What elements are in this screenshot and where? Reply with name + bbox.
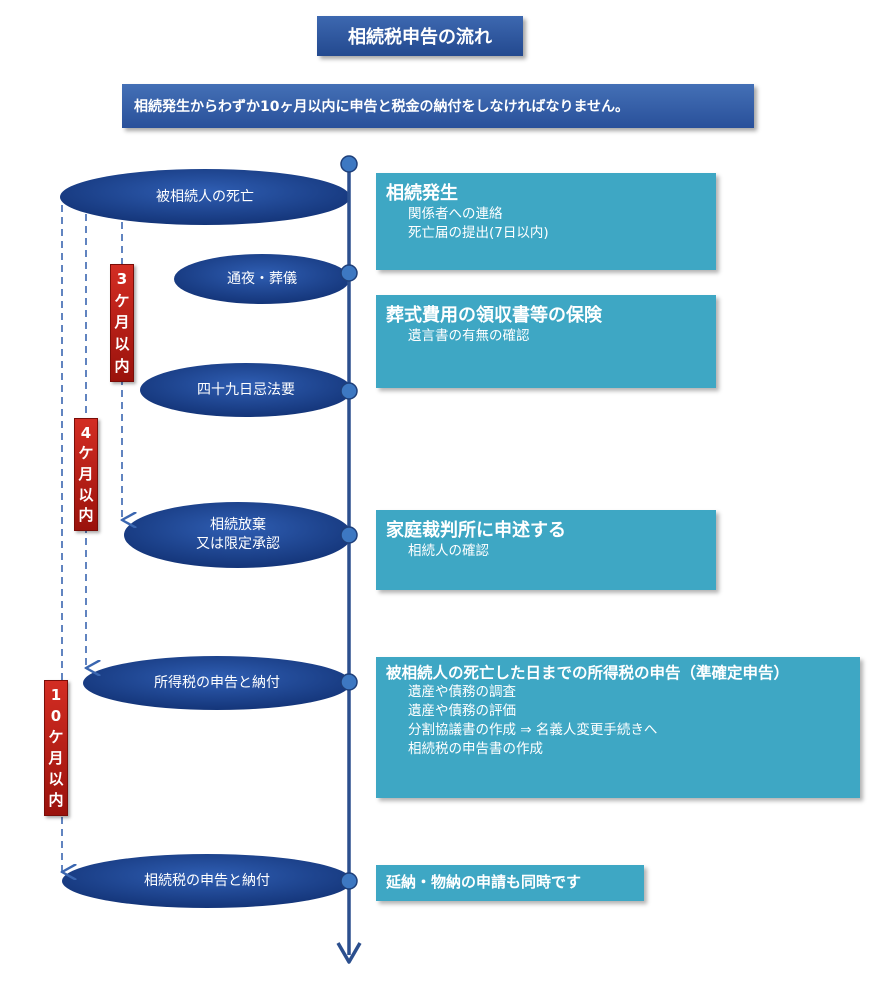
badge-char: 内 xyxy=(114,356,130,375)
info-item: 分割協議書の作成 ⇒ 名義人変更手続きへ xyxy=(408,722,658,739)
info-heading: 家庭裁判所に申述する xyxy=(386,520,566,541)
timeline-node-wake-funeral xyxy=(340,264,358,282)
timeline-node-income-tax xyxy=(340,673,358,691)
event-label-death: 被相続人の死亡 xyxy=(156,188,254,205)
badge-char: 4 xyxy=(80,423,92,442)
badge-char: 1 xyxy=(50,686,62,704)
info-item: 相続人の確認 xyxy=(408,543,489,559)
timeline-node-inheritance-tax xyxy=(340,872,358,890)
info-heading: 延納・物納の申請も同時です xyxy=(386,873,582,891)
event-ellipse-income-tax xyxy=(83,656,351,710)
event-ellipse-49th-day xyxy=(140,363,352,417)
badge-char: 以 xyxy=(48,770,64,788)
badge-char: 内 xyxy=(78,506,94,525)
event-label-renunciation: 相続放棄 又は限定承認 xyxy=(196,517,280,552)
info-item: 関係者への連絡 xyxy=(408,206,503,222)
event-label-inheritance-tax: 相続税の申告と納付 xyxy=(144,872,270,889)
event-ellipse-inheritance-tax xyxy=(62,854,352,908)
event-label-49th-day: 四十九日忌法要 xyxy=(197,381,295,398)
info-box-family-court: 家庭裁判所に申述する 相続人の確認 xyxy=(376,510,716,590)
event-label-income-tax: 所得税の申告と納付 xyxy=(154,674,280,691)
badge-char: 月 xyxy=(48,749,64,767)
badge-char: ケ xyxy=(48,728,64,746)
badge-char: 以 xyxy=(114,335,130,354)
timeline-node-49th-day xyxy=(340,382,358,400)
badge-char: 内 xyxy=(48,791,64,809)
info-item: 遺産や債務の評価 xyxy=(408,703,516,720)
info-box-funeral-receipts: 葬式費用の領収書等の保険 遺言書の有無の確認 xyxy=(376,295,716,388)
badge-char: 月 xyxy=(114,313,130,332)
deadline-badge-10-months: 1 0 ケ 月 以 内 xyxy=(44,680,68,816)
deadline-badge-4-months: 4 ケ 月 以 内 xyxy=(74,418,98,531)
info-heading: 相続発生 xyxy=(386,183,458,204)
info-item: 死亡届の提出(7日以内) xyxy=(408,225,549,242)
event-label-wake-funeral: 通夜・葬儀 xyxy=(227,270,297,287)
event-ellipse-wake-funeral xyxy=(174,254,350,304)
badge-char: 0 xyxy=(50,707,62,725)
badge-char: ケ xyxy=(78,444,94,463)
info-heading: 葬式費用の領収書等の保険 xyxy=(386,305,602,326)
timeline-node-renunciation xyxy=(340,526,358,544)
timeline-node-start xyxy=(340,155,358,173)
info-box-deferred-payment: 延納・物納の申請も同時です xyxy=(376,865,644,901)
info-item: 相続税の申告書の作成 xyxy=(408,741,543,758)
timeline-arrowhead xyxy=(336,942,362,964)
deadline-badge-3-months: 3 ケ 月 以 内 xyxy=(110,264,134,382)
intro-banner: 相続発生からわずか10ヶ月以内に申告と税金の納付をしなければなりません。 xyxy=(122,84,754,128)
info-box-inheritance-start: 相続発生 関係者への連絡 死亡届の提出(7日以内) xyxy=(376,173,716,270)
badge-char: 以 xyxy=(78,485,94,504)
info-heading: 被相続人の死亡した日までの所得税の申告（準確定申告） xyxy=(386,664,790,682)
info-item: 遺言書の有無の確認 xyxy=(408,328,530,344)
event-ellipse-death xyxy=(60,169,350,225)
badge-char: ケ xyxy=(114,291,130,310)
badge-char: 3 xyxy=(116,270,128,289)
event-ellipse-renunciation xyxy=(124,502,352,568)
badge-char: 月 xyxy=(78,464,94,483)
info-box-quasi-final-return: 被相続人の死亡した日までの所得税の申告（準確定申告） 遺産や債務の調査 遺産や債… xyxy=(376,657,860,798)
page-title: 相続税申告の流れ xyxy=(317,16,523,56)
info-item: 遺産や債務の調査 xyxy=(408,684,516,700)
